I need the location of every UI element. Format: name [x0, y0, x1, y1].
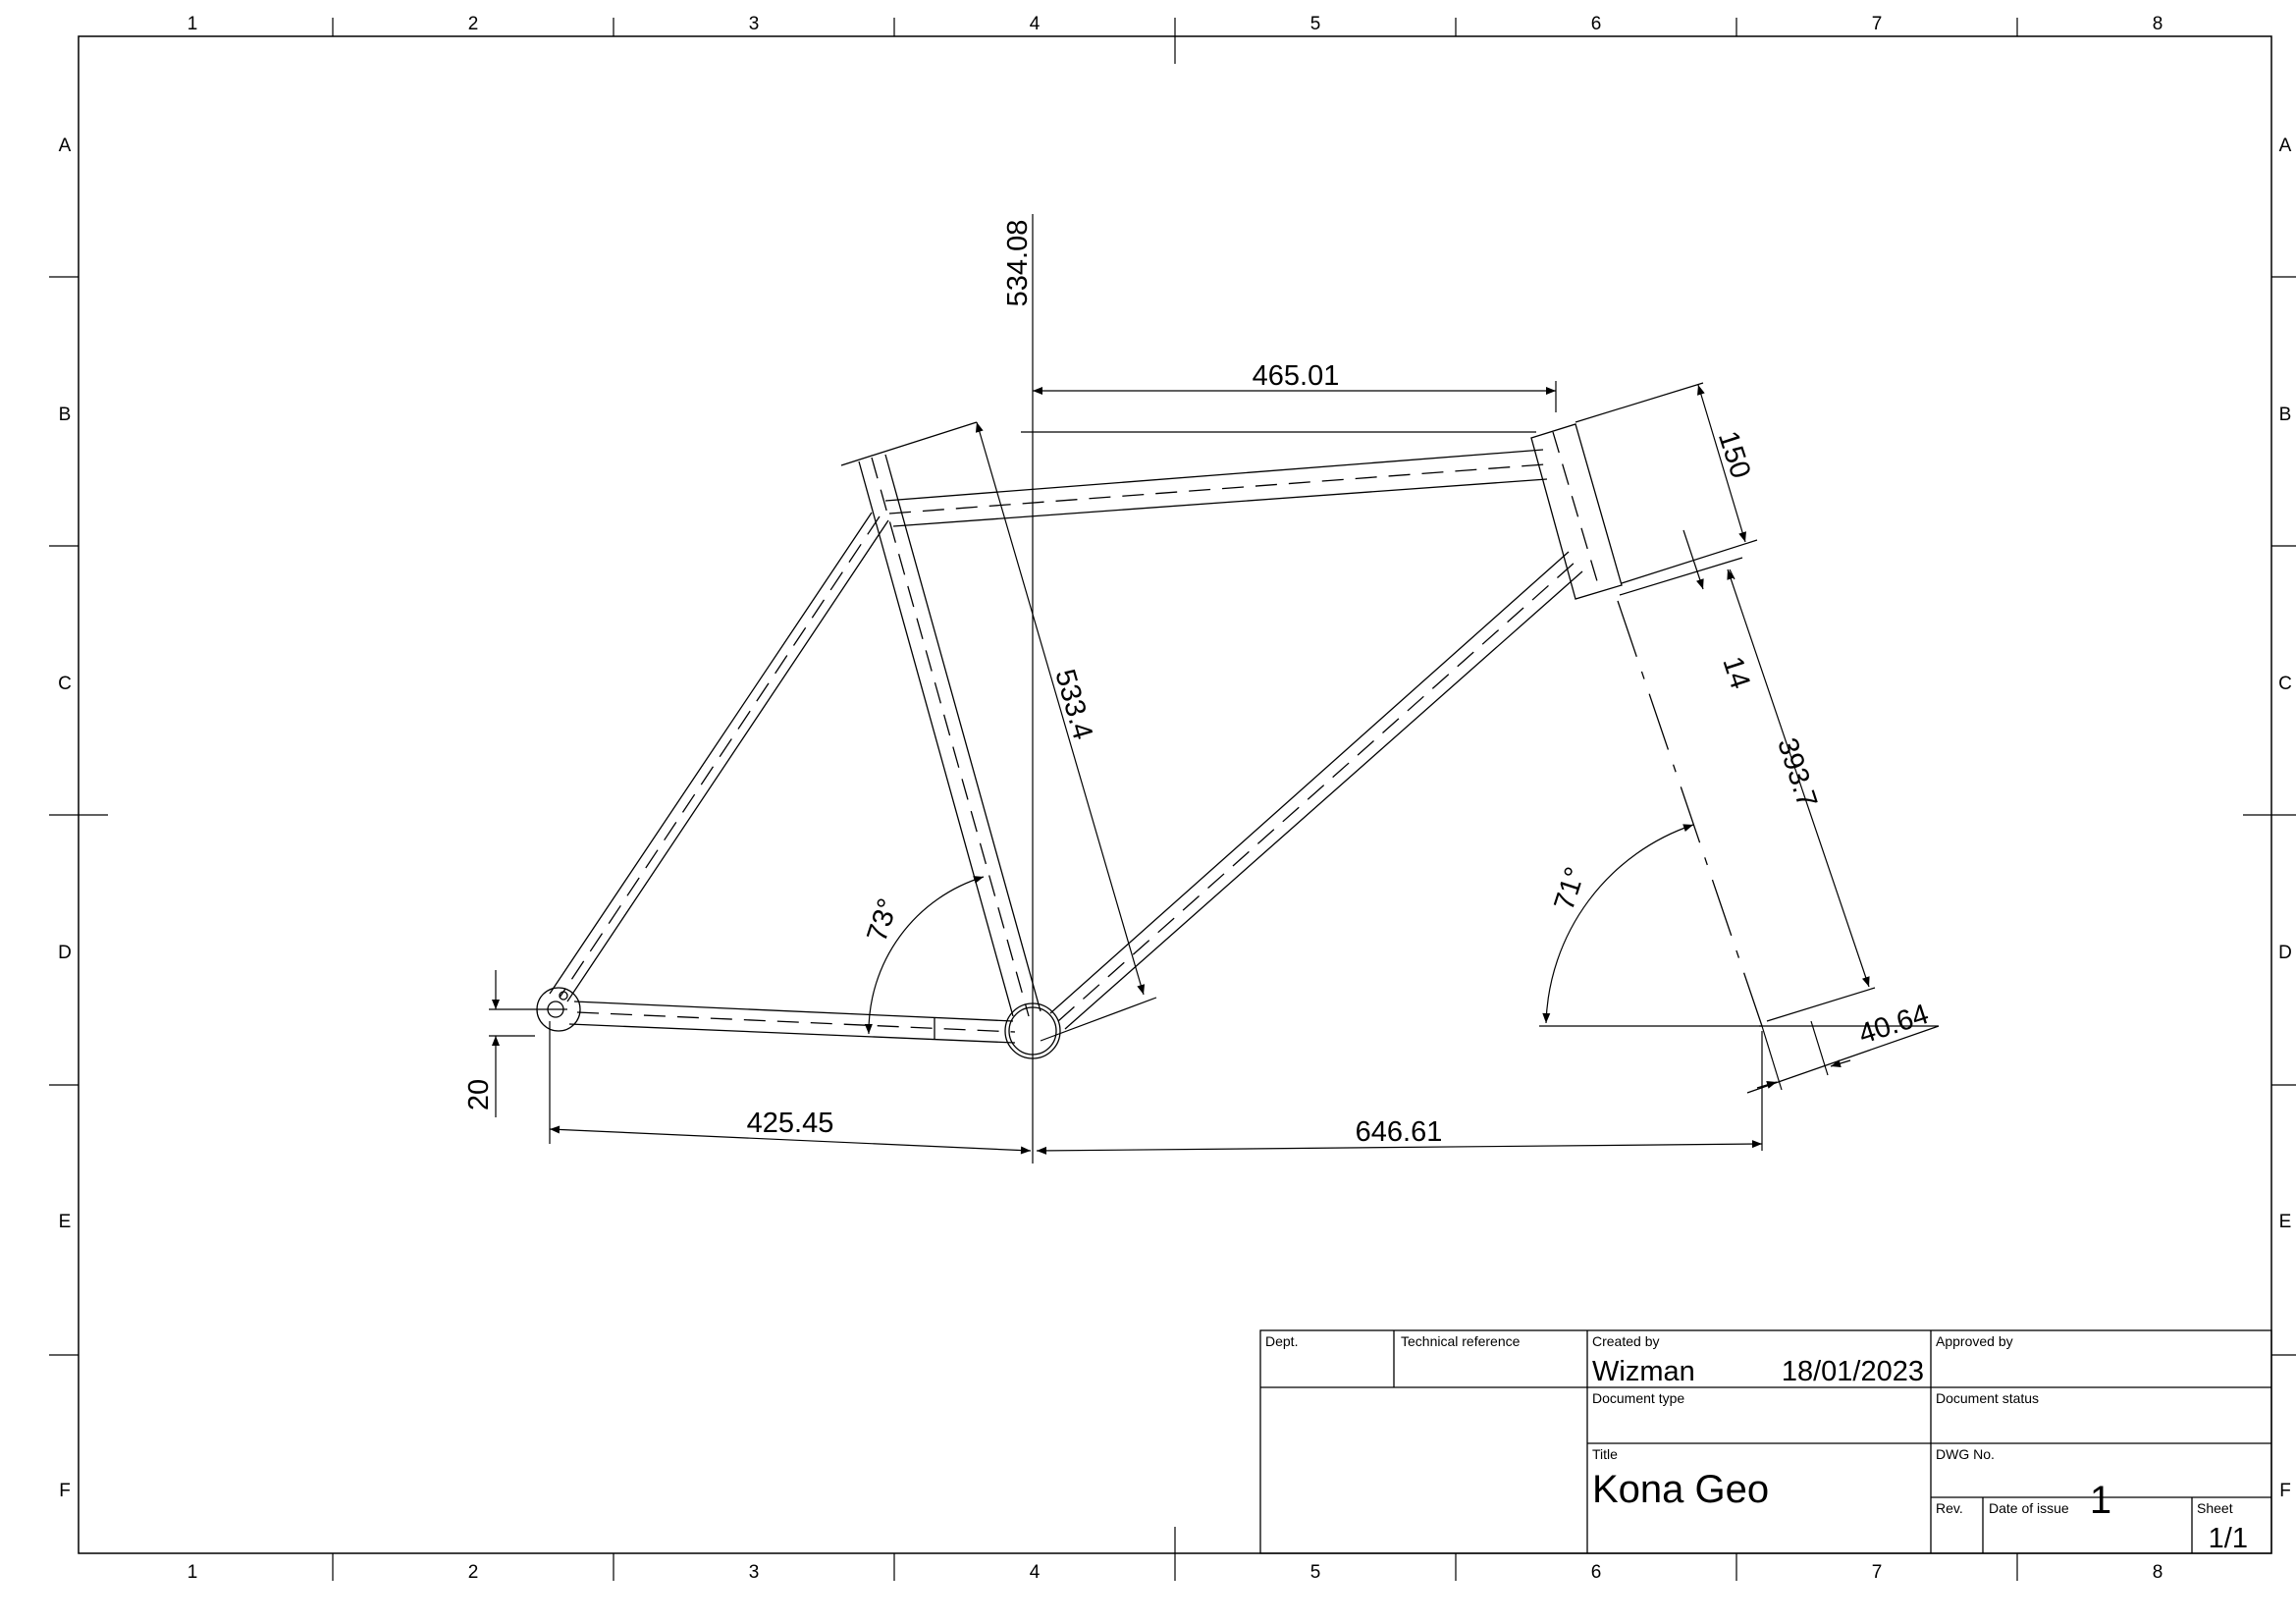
- row-label-left: C: [58, 674, 72, 694]
- dim-chainstay: 425.45: [747, 1108, 834, 1139]
- row-label-left: A: [59, 135, 72, 156]
- sheet-value: 1/1: [2209, 1523, 2248, 1554]
- column-label-top: 7: [1872, 14, 1883, 34]
- column-label-bottom: 8: [2153, 1562, 2163, 1583]
- column-label-top: 5: [1310, 14, 1321, 34]
- document-status-label: Document status: [1936, 1390, 2039, 1406]
- title-label: Title: [1592, 1446, 1618, 1462]
- row-label-left: B: [59, 405, 72, 425]
- column-label-top: 3: [749, 14, 760, 34]
- title-block-text: Dept. Technical reference Created by Wiz…: [1265, 1333, 2248, 1554]
- column-label-top: 1: [187, 14, 198, 34]
- dwg-no-label: DWG No.: [1936, 1446, 1995, 1462]
- dim-reach: 465.01: [1253, 360, 1340, 392]
- dimension-labels: 534.08 465.01 150 14 393.7 40.64 533.4 7…: [463, 220, 1933, 1148]
- dim-head-tube: 150: [1712, 427, 1756, 482]
- date-of-issue-label: Date of issue: [1989, 1500, 2069, 1516]
- column-label-bottom: 7: [1872, 1562, 1883, 1583]
- row-label-left: D: [58, 943, 72, 963]
- column-label-top: 4: [1030, 14, 1041, 34]
- dim-fork-length: 393.7: [1771, 734, 1823, 812]
- column-label-top: 8: [2153, 14, 2163, 34]
- approved-by-label: Approved by: [1936, 1333, 2013, 1349]
- dim-head-angle: 71°: [1548, 863, 1591, 914]
- dim-seat-tube: 533.4: [1048, 666, 1098, 743]
- tech-ref-label: Technical reference: [1401, 1333, 1521, 1349]
- dept-label: Dept.: [1265, 1333, 1298, 1349]
- row-label-right: F: [2279, 1481, 2291, 1501]
- column-label-bottom: 6: [1591, 1562, 1602, 1583]
- column-label-bottom: 1: [187, 1562, 198, 1583]
- row-label-right: E: [2279, 1212, 2292, 1232]
- column-label-top: 6: [1591, 14, 1602, 34]
- head-tube: [1530, 423, 1623, 600]
- row-label-right: C: [2278, 674, 2292, 694]
- column-label-bottom: 4: [1030, 1562, 1041, 1583]
- column-label-bottom: 3: [749, 1562, 760, 1583]
- dim-fork-offset: 40.64: [1855, 999, 1933, 1051]
- column-label-top: 2: [468, 14, 479, 34]
- zone-labels: 1 2 3 4 5 6 7 8 1 2 3 4 5 6 7 8 A B C D …: [58, 14, 2292, 1583]
- drawing-border: [78, 35, 2272, 1554]
- row-label-right: B: [2279, 405, 2292, 425]
- dim-stack-height: 534.08: [1002, 220, 1034, 307]
- down-tube: [1049, 551, 1583, 1030]
- dwg-no-value: 1: [2090, 1479, 2111, 1522]
- document-type-label: Document type: [1592, 1390, 1684, 1406]
- sheet-label: Sheet: [2197, 1500, 2233, 1516]
- created-by-label: Created by: [1592, 1333, 1659, 1349]
- dimension-lines: [489, 214, 1940, 1164]
- chain-stay: [568, 1001, 1016, 1044]
- created-by-value: Wizman: [1592, 1356, 1695, 1387]
- zone-ticks: [49, 18, 2296, 1581]
- created-date-value: 18/01/2023: [1782, 1356, 1924, 1387]
- row-label-right: A: [2279, 135, 2292, 156]
- title-block: [1259, 1329, 2272, 1554]
- dim-bb-drop: 20: [463, 1079, 495, 1110]
- dim-headset-stack: 14: [1716, 653, 1755, 693]
- row-label-left: F: [59, 1481, 71, 1501]
- column-label-bottom: 2: [468, 1562, 479, 1583]
- row-label-right: D: [2278, 943, 2292, 963]
- drawing-title: Kona Geo: [1592, 1468, 1769, 1511]
- bike-frame: [536, 421, 1763, 1059]
- seat-stay: [549, 512, 889, 1002]
- column-label-bottom: 5: [1310, 1562, 1321, 1583]
- rev-label: Rev.: [1936, 1500, 1963, 1516]
- dim-front-center: 646.61: [1356, 1116, 1443, 1148]
- row-label-left: E: [59, 1212, 72, 1232]
- top-tube: [884, 449, 1548, 527]
